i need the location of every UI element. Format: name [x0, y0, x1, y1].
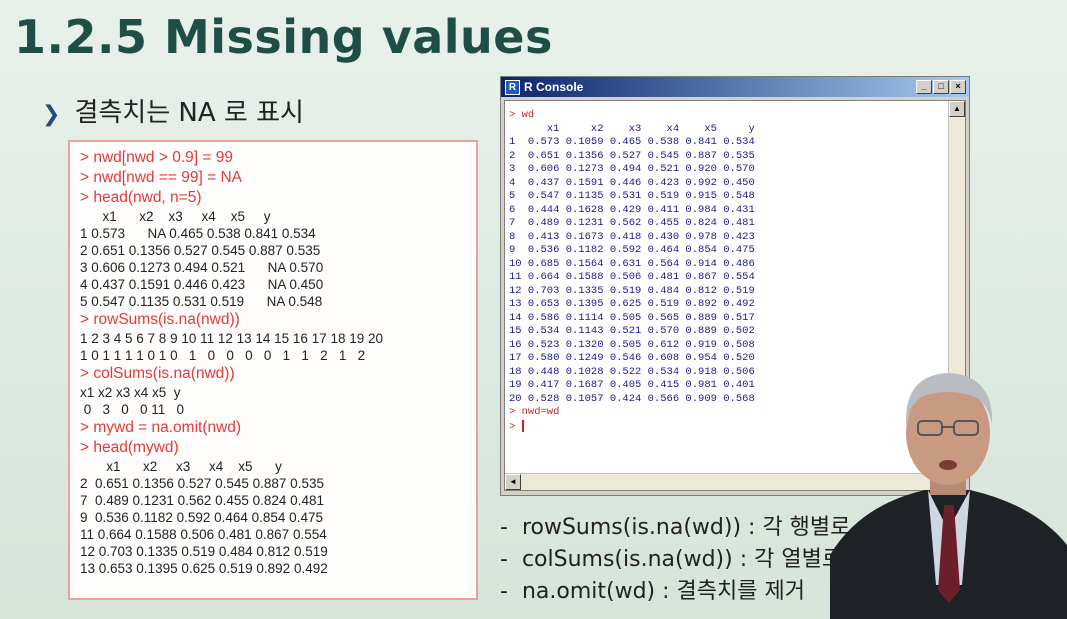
console-prompt-line: > nwd=wd [509, 406, 560, 418]
dash-bullet: - [500, 579, 508, 604]
code-command-line: > rowSums(is.na(nwd)) [80, 311, 240, 328]
console-output-line: 10 0.685 0.1564 0.631 0.564 0.914 0.486 [509, 257, 755, 270]
presenter-video [830, 355, 1067, 619]
text-cursor [521, 419, 524, 432]
console-output-line: 7 0.489 0.1231 0.562 0.455 0.824 0.481 [509, 217, 755, 229]
code-output-line: x1 x2 x3 x4 x5 y [80, 209, 271, 224]
code-output-line: 7 0.489 0.1231 0.562 0.455 0.824 0.481 [80, 493, 324, 508]
code-output-line: 9 0.536 0.1182 0.592 0.464 0.854 0.475 [80, 510, 323, 525]
close-button[interactable]: × [950, 80, 966, 94]
code-command-line: > mywd = na.omit(nwd) [80, 419, 242, 436]
dash-bullet: - [500, 547, 508, 572]
code-output-line: 2 0.651 0.1356 0.527 0.545 0.887 0.535 [80, 476, 324, 491]
note-text: colSums(is.na(wd)) : 각 열별로 [521, 547, 843, 572]
code-output-line: x1 x2 x3 x4 x5 y [80, 385, 181, 400]
minimize-button[interactable]: _ [916, 80, 932, 94]
r-logo-icon: R [505, 79, 520, 95]
code-output-line: 11 0.664 0.1588 0.506 0.481 0.867 0.554 [80, 527, 327, 542]
console-output-line: 6 0.444 0.1628 0.429 0.411 0.984 0.431 [509, 203, 755, 216]
window-controls: _ □ × [916, 80, 969, 94]
note-text: na.omit(wd) : 결측치를 제거 [521, 579, 805, 604]
code-output-line: 1 0.573 NA 0.465 0.538 0.841 0.534 [80, 226, 316, 241]
console-input-prompt: > [509, 420, 522, 433]
r-console-titlebar[interactable]: R R Console _ □ × [501, 77, 969, 97]
console-output-line: 9 0.536 0.1182 0.592 0.464 0.854 0.475 [509, 244, 755, 256]
code-output-line: 1 2 3 4 5 6 7 8 9 10 11 12 13 14 15 16 1… [80, 331, 384, 346]
console-output-line: 13 0.653 0.1395 0.625 0.519 0.892 0.492 [509, 298, 755, 310]
code-output-line: 3 0.606 0.1273 0.494 0.521 NA 0.570 [80, 260, 324, 275]
code-output-line: 4 0.437 0.1591 0.446 0.423 NA 0.450 [80, 277, 324, 292]
note-item: -colSums(is.na(wd)) : 각 열별로 [500, 544, 850, 576]
console-output-line: 20 0.528 0.1057 0.424 0.566 0.909 0.568 [509, 392, 755, 405]
presenter-figure [830, 373, 1067, 619]
console-input-line[interactable]: > [509, 419, 945, 434]
console-output-line: 5 0.547 0.1135 0.531 0.519 0.915 0.548 [509, 190, 755, 202]
console-output-line: 2 0.651 0.1356 0.527 0.545 0.887 0.535 [509, 149, 755, 162]
console-output-line: 16 0.523 0.1320 0.505 0.612 0.919 0.508 [509, 338, 755, 351]
code-output-line: 2 0.651 0.1356 0.527 0.545 0.887 0.535 [80, 243, 321, 258]
dash-bullet: - [500, 515, 508, 540]
console-output-line: 3 0.606 0.1273 0.494 0.521 0.920 0.570 [509, 163, 755, 175]
console-output-line: 15 0.534 0.1143 0.521 0.570 0.889 0.502 [509, 325, 755, 337]
code-output-line: 1 0 1 1 1 1 0 1 0 1 0 0 0 0 1 1 2 1 2 [80, 348, 366, 363]
note-text: rowSums(is.na(wd)) : 각 행별로 [521, 515, 851, 540]
code-output-line: x1 x2 x3 x4 x5 y [80, 459, 282, 474]
console-output-line: x1 x2 x3 x4 x5 y [509, 122, 755, 135]
console-output-line: 18 0.448 0.1028 0.522 0.534 0.918 0.506 [509, 365, 755, 378]
code-command-line: > nwd[nwd == 99] = NA [80, 169, 242, 186]
console-output-line: 8 0.413 0.1673 0.418 0.430 0.978 0.423 [509, 230, 755, 243]
r-console-title: R Console [524, 80, 584, 94]
console-output-line: 12 0.703 0.1335 0.519 0.484 0.812 0.519 [509, 284, 755, 297]
console-output-line: 19 0.417 0.1687 0.405 0.415 0.981 0.401 [509, 379, 755, 391]
code-command-line: > head(nwd, n=5) [80, 189, 202, 206]
bullet-point: ❯ 결측치는 NA 로 표시 [42, 92, 304, 129]
console-output-line: 11 0.664 0.1588 0.506 0.481 0.867 0.554 [509, 271, 755, 283]
note-item: -na.omit(wd) : 결측치를 제거 [500, 576, 850, 608]
code-command-line: > colSums(is.na(nwd)) [80, 365, 235, 382]
console-output-line: 14 0.586 0.1114 0.505 0.565 0.889 0.517 [509, 311, 755, 324]
console-prompt-line: > wd [509, 109, 535, 121]
scroll-up-arrow-icon[interactable]: ▲ [949, 101, 965, 117]
console-output-line: 4 0.437 0.1591 0.446 0.423 0.992 0.450 [509, 176, 755, 189]
bullet-text: 결측치는 NA 로 표시 [74, 98, 304, 128]
code-command-line: > head(mywd) [80, 439, 179, 456]
horizontal-scrollbar[interactable]: ◄ [505, 473, 949, 490]
console-output-line: 1 0.573 0.1059 0.465 0.538 0.841 0.534 [509, 136, 755, 148]
chevron-right-icon: ❯ [42, 102, 61, 127]
code-output-line: 5 0.547 0.1135 0.531 0.519 NA 0.548 [80, 294, 323, 309]
slide-title: 1.2.5 Missing values [14, 10, 553, 64]
console-output-line: 17 0.580 0.1249 0.546 0.608 0.954 0.520 [509, 352, 755, 364]
note-item: -rowSums(is.na(wd)) : 각 행별로 [500, 512, 850, 544]
code-output-line: 0 3 0 0 11 0 [80, 402, 185, 417]
r-code-example-box: > nwd[nwd > 0.9] = 99 > nwd[nwd == 99] = … [68, 140, 478, 600]
code-output-line: 12 0.703 0.1335 0.519 0.484 0.812 0.519 [80, 544, 328, 559]
maximize-button[interactable]: □ [933, 80, 949, 94]
scroll-left-arrow-icon[interactable]: ◄ [505, 474, 521, 490]
code-output-line: 13 0.653 0.1395 0.625 0.519 0.892 0.492 [80, 561, 328, 576]
code-command-line: > nwd[nwd > 0.9] = 99 [80, 149, 233, 166]
notes-list: -rowSums(is.na(wd)) : 각 행별로-colSums(is.n… [500, 512, 850, 608]
